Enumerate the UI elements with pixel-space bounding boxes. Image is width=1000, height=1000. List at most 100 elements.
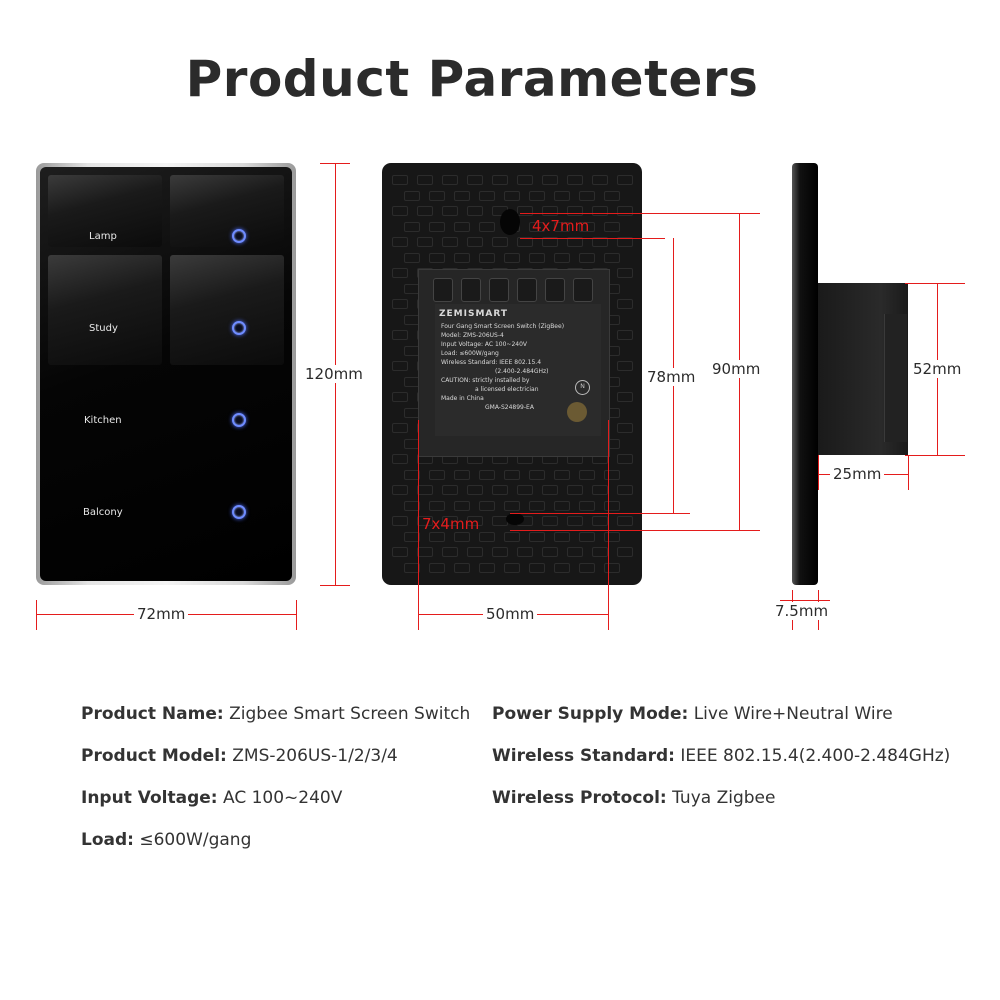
back-rib	[392, 299, 408, 309]
mounting-hole-bottom-icon	[506, 513, 524, 525]
back-rib	[567, 516, 583, 526]
spec-power-supply-mode: Power Supply Mode: Live Wire+Neutral Wir…	[492, 704, 893, 724]
back-rib	[442, 516, 458, 526]
back-rib	[554, 531, 570, 542]
back-rib	[517, 485, 533, 495]
label-line: Load: ≤600W/gang	[441, 350, 499, 357]
back-rib	[567, 175, 583, 185]
dimension-side-box-height: 52mm	[910, 360, 965, 378]
back-rib	[554, 190, 570, 201]
back-rib	[504, 252, 520, 263]
back-rib	[542, 175, 558, 185]
back-rib	[492, 547, 508, 557]
back-rib	[404, 469, 420, 480]
back-rib	[454, 562, 470, 573]
key-label-kitchen: Kitchen	[84, 415, 122, 426]
back-rib	[529, 469, 545, 480]
back-rib	[479, 500, 495, 511]
spec-label: Product Model:	[81, 746, 227, 766]
back-rib	[617, 454, 633, 464]
back-rib	[617, 485, 633, 495]
label-line: Input Voltage: AC 100~240V	[441, 341, 528, 348]
label-line: Wireless Standard: IEEE 802.15.4	[441, 359, 542, 366]
back-rib	[604, 252, 620, 263]
dimension-box-height: 78mm	[644, 368, 699, 386]
back-rib	[442, 237, 458, 247]
back-rib	[454, 221, 470, 232]
mounting-hole-top-icon	[500, 209, 520, 235]
led-indicator-icon	[232, 413, 246, 427]
spec-wireless-standard: Wireless Standard: IEEE 802.15.4(2.400-2…	[492, 746, 950, 766]
dimension-tick	[608, 420, 609, 630]
back-rib	[404, 500, 420, 511]
back-rib	[429, 252, 445, 263]
dimension-tick	[296, 600, 297, 630]
key-label-balcony: Balcony	[83, 507, 123, 518]
spec-value: ≤600W/gang	[139, 830, 252, 850]
spec-wireless-protocol: Wireless Protocol: Tuya Zigbee	[492, 788, 775, 808]
back-rib	[442, 485, 458, 495]
terminal-screw-icon	[517, 278, 537, 302]
back-rib	[529, 500, 545, 511]
page-title: Product Parameters	[185, 50, 759, 108]
back-rib	[554, 562, 570, 573]
back-rib	[617, 392, 633, 402]
led-indicator-icon	[232, 321, 246, 335]
dimension-line-hole-bottom	[510, 530, 760, 531]
back-rib	[617, 175, 633, 185]
back-rib	[392, 361, 408, 371]
label-line: Four Gang Smart Screen Switch (ZigBee)	[441, 323, 565, 330]
key-lamp-right	[170, 175, 284, 247]
terminal-label-n: N	[575, 380, 590, 395]
back-rib	[567, 237, 583, 247]
back-rib	[554, 221, 570, 232]
back-rib	[579, 500, 595, 511]
back-rib	[429, 469, 445, 480]
back-rib	[492, 175, 508, 185]
back-rib	[479, 469, 495, 480]
back-rib	[604, 469, 620, 480]
dimension-back-width: 50mm	[483, 605, 538, 623]
back-rib	[429, 221, 445, 232]
back-rib	[617, 206, 633, 216]
back-rib	[392, 423, 408, 433]
back-rib	[592, 516, 608, 526]
dimension-line-box-top	[520, 238, 665, 239]
label-line: CAUTION: strictly installed by	[441, 377, 530, 384]
back-rib	[392, 330, 408, 340]
back-rib	[579, 469, 595, 480]
back-rib	[529, 190, 545, 201]
back-rib	[442, 547, 458, 557]
terminal-screw-icon	[433, 278, 453, 302]
back-rib	[467, 547, 483, 557]
spec-label: Input Voltage:	[81, 788, 218, 808]
back-rib	[617, 361, 633, 371]
key-label-lamp: Lamp	[89, 231, 117, 242]
back-rib	[504, 500, 520, 511]
back-rib	[529, 221, 545, 232]
dimension-plate-thickness: 7.5mm	[772, 602, 832, 620]
back-rib	[604, 531, 620, 542]
back-rib	[529, 252, 545, 263]
dimension-line-plate-thickness	[780, 600, 830, 601]
back-rib	[517, 206, 533, 216]
key-study-left	[48, 255, 162, 365]
back-rib	[417, 516, 433, 526]
back-rib	[479, 190, 495, 201]
key-lamp-left	[48, 175, 162, 247]
led-indicator-icon	[232, 229, 246, 243]
back-rib	[442, 206, 458, 216]
dimension-hole-top: 4x7mm	[532, 217, 590, 235]
back-rib	[429, 190, 445, 201]
back-rib	[529, 562, 545, 573]
back-rib	[417, 485, 433, 495]
back-rib	[479, 252, 495, 263]
key-label-study: Study	[89, 323, 118, 334]
back-rib	[529, 531, 545, 542]
dimension-tick	[36, 600, 37, 630]
spec-input-voltage: Input Voltage: AC 100~240V	[81, 788, 342, 808]
back-panel: L4 L3 L2 L1 L ZEMISMART Four Gang Smart …	[382, 163, 642, 585]
back-rib	[467, 175, 483, 185]
back-rib	[467, 516, 483, 526]
back-rib	[567, 485, 583, 495]
